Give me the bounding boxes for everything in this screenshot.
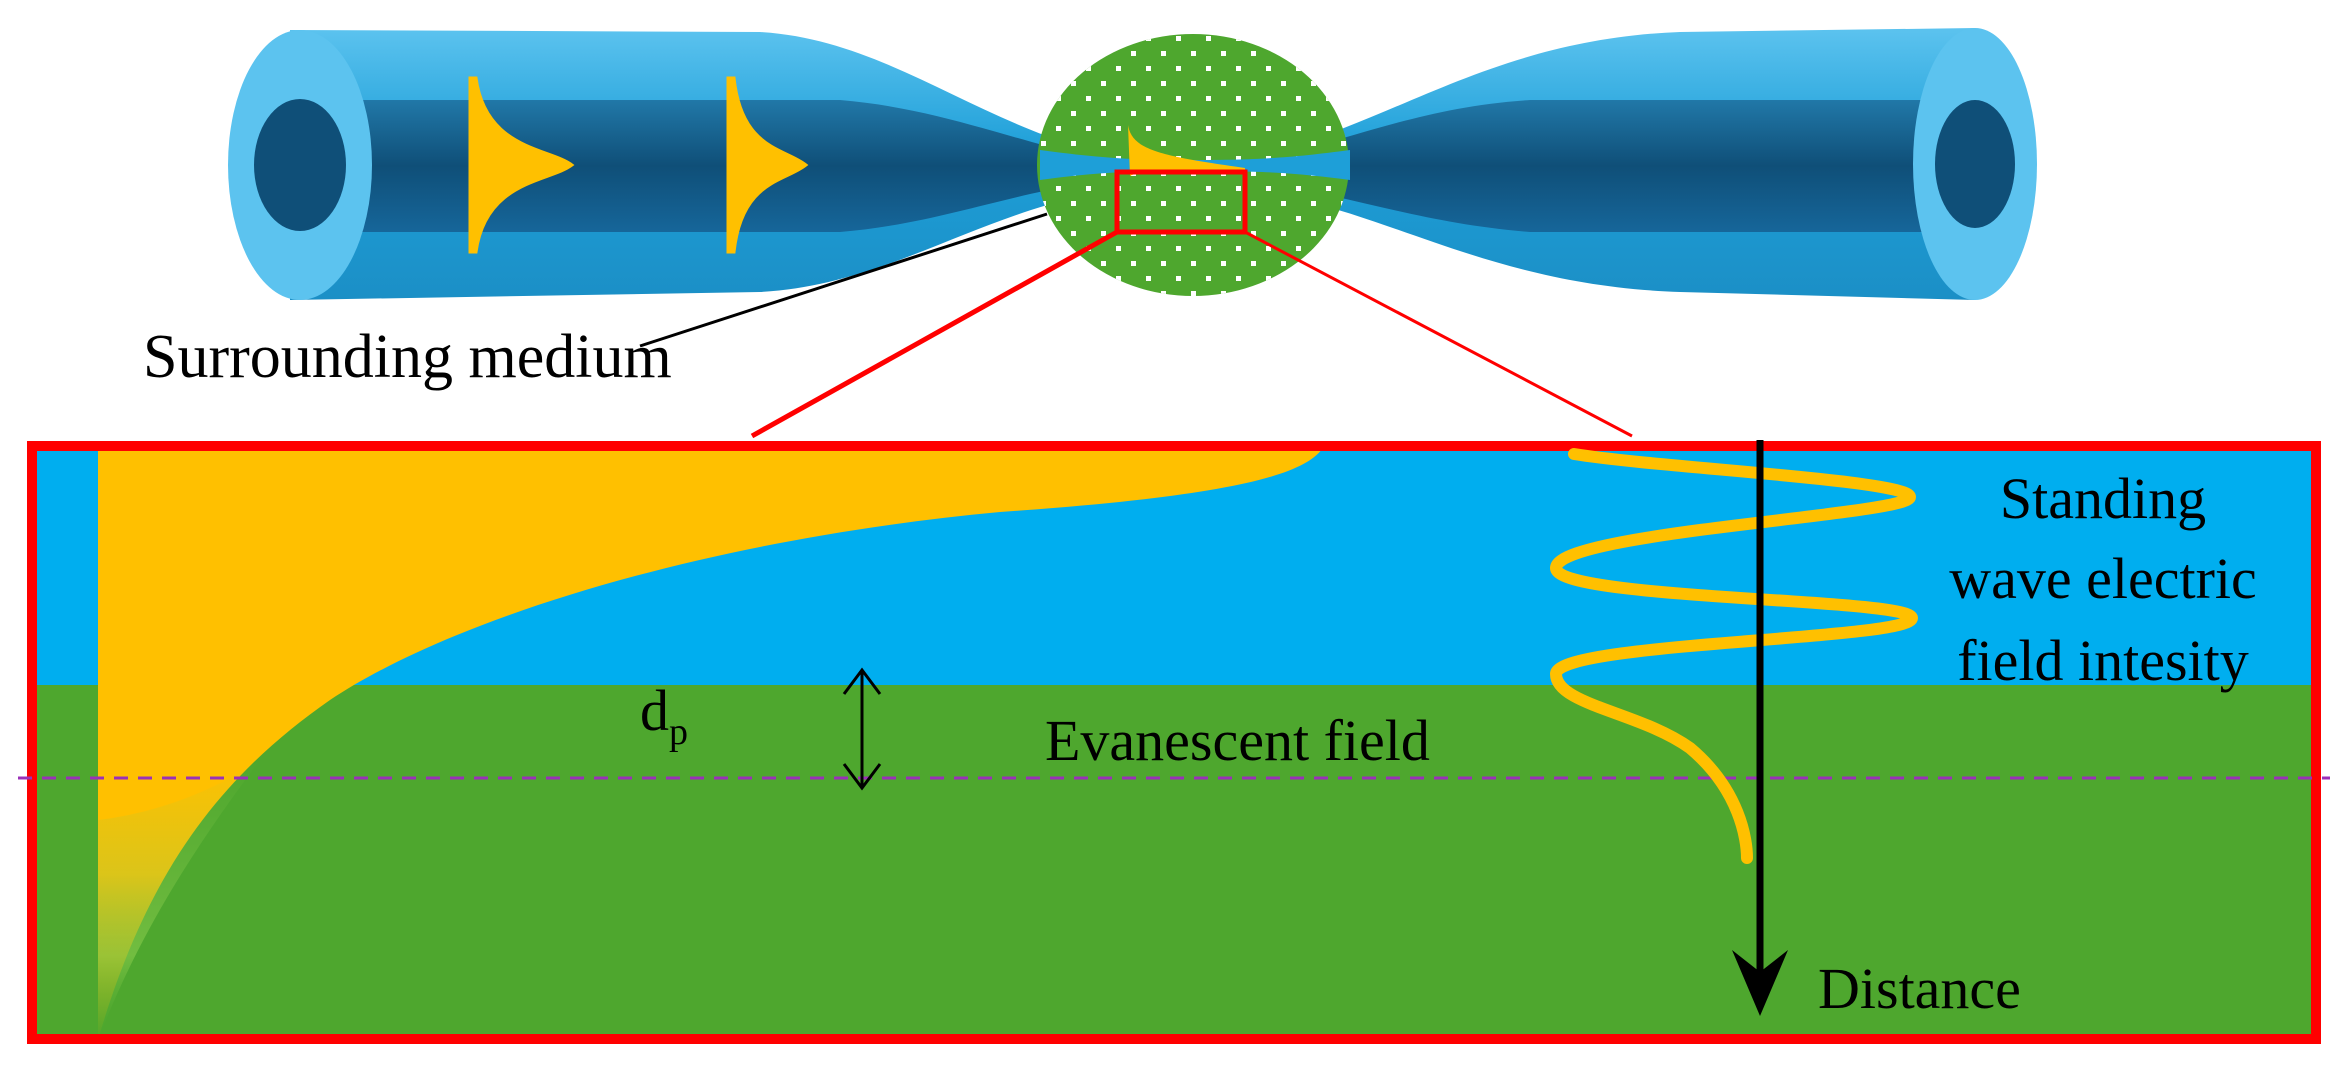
penetration-depth-label: dp: [640, 678, 688, 753]
zoom-line-right: [1244, 230, 1633, 438]
evanescent-field-label: Evanescent field: [1045, 708, 1430, 773]
standing-wave-label-line3: field intesity: [1957, 628, 2249, 693]
standing-wave-label-line1: Standing: [2000, 466, 2206, 531]
penetration-depth-arrow: [842, 667, 882, 791]
zoom-medium-region: [32, 685, 2316, 1034]
distance-arrowhead: [1732, 950, 1788, 1016]
fiber-right-core-end: [1935, 100, 2015, 228]
surrounding-medium-label: Surrounding medium: [143, 323, 672, 391]
distance-label: Distance: [1818, 956, 2021, 1021]
zoomed-view: dp Evanescent field Standing wave electr…: [18, 440, 2330, 1044]
evanescent-decay-tail: [98, 760, 260, 1034]
evanescent-decay-area: [98, 449, 1322, 1034]
surrounding-medium-leader: [639, 212, 1048, 348]
zoom-frame: [27, 441, 2321, 1044]
zoom-line-left: [750, 229, 1119, 439]
fiber-left-core-end: [254, 99, 346, 231]
mode-profile-1: [468, 76, 575, 254]
standing-wave-curve: [1549, 448, 1919, 864]
zoom-selection-box: [1114, 169, 1248, 235]
mode-profile-waist: [1128, 125, 1245, 176]
standing-wave-label-line2: wave electric: [1949, 546, 2257, 611]
surrounding-medium-region: [1037, 34, 1350, 296]
mode-profile-2: [726, 76, 809, 254]
